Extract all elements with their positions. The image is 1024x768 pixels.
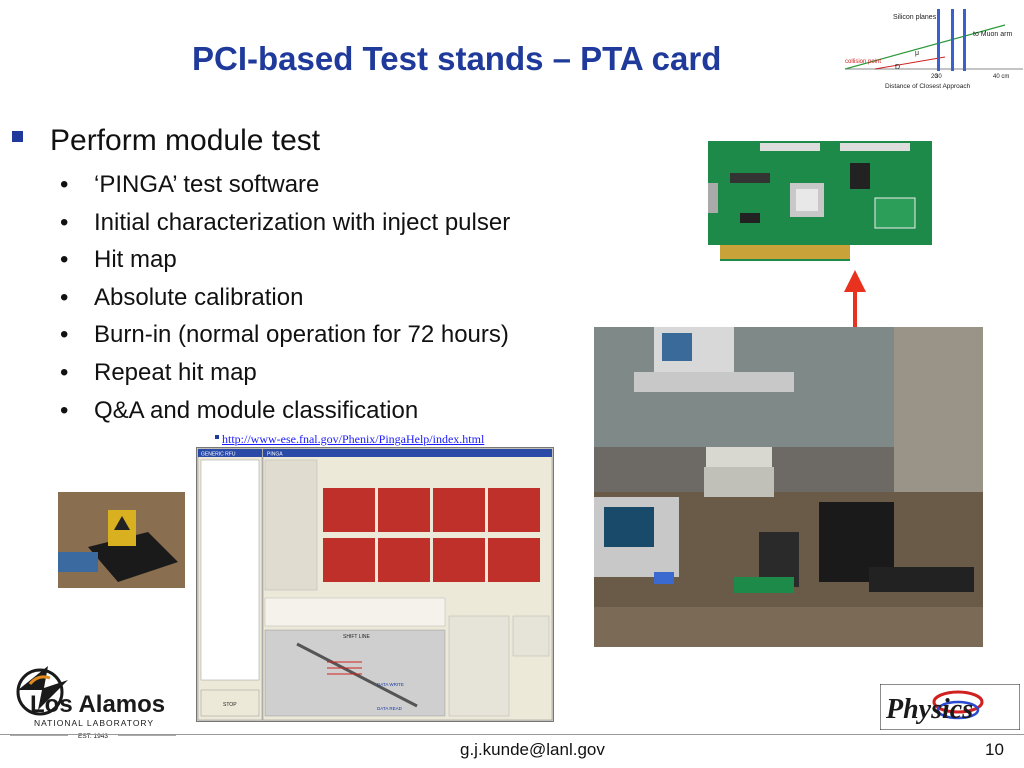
diagram-label-d: D (895, 64, 900, 71)
diagram-label-mu: μ (915, 50, 919, 57)
pinga-help-link[interactable]: http://www-ese.fnal.gov/Phenix/PingaHelp… (222, 432, 485, 446)
pta-card-photo (700, 133, 940, 270)
screenshot-main-title: PINGA (267, 452, 283, 458)
sub-bullet: •Q&A and module classification (60, 396, 419, 424)
screenshot-data-read: DATA READ (377, 706, 403, 711)
los-alamos-logo: Los Alamos NATIONAL LABORATORY EST. 1943 (10, 666, 176, 740)
diagram-tick-40: 40 cm (993, 74, 1009, 80)
slide-title: PCI-based Test stands – PTA card (192, 40, 722, 77)
screenshot-left-title: GENERIC RFU (201, 452, 236, 458)
sub-bullet-list: •‘PINGA’ test software •Initial characte… (60, 170, 510, 433)
dot-bullet-icon: • (60, 396, 69, 424)
sub-bullet: •‘PINGA’ test software (60, 171, 320, 198)
sub-bullet: •Burn-in (normal operation for 72 hours) (60, 321, 509, 349)
sub-bullet: •Initial characterization with inject pu… (60, 208, 511, 236)
svg-text:Physics: Physics (885, 694, 973, 725)
pinga-screenshot: GENERIC RFU STOP PINGA SHIFT LINE (196, 447, 554, 722)
svg-text:EST. 1943: EST. 1943 (78, 733, 108, 740)
screenshot-shift-line: SHIFT LINE (343, 634, 371, 640)
muon-diagram: Silicon planes to Muon arm collision poi… (845, 9, 1023, 90)
footer-email: g.j.kunde@lanl.gov (460, 740, 605, 759)
diagram-label-collision: collision point (845, 59, 881, 65)
svg-text:NATIONAL LABORATORY: NATIONAL LABORATORY (34, 718, 154, 728)
dot-bullet-icon: • (60, 208, 69, 236)
footer-divider (0, 734, 1024, 735)
dot-bullet-icon: • (60, 321, 69, 349)
diagram-tick-30: 30 (935, 74, 942, 80)
square-bullet-icon (12, 131, 23, 142)
diagram-tick-20: 20 (931, 74, 938, 80)
diagram-label-silicon: Silicon planes (893, 14, 937, 21)
dot-bullet-icon: • (60, 358, 69, 386)
screenshot-data-write: DATA WRITE (377, 682, 404, 687)
svg-text:Los Alamos: Los Alamos (30, 691, 165, 718)
module-photo (58, 492, 185, 588)
sub-bullet: •Repeat hit map (60, 358, 257, 386)
dot-bullet-icon: • (60, 171, 69, 198)
diagram-label-muon: to Muon arm (973, 31, 1012, 38)
lab-test-stand-photo (594, 327, 983, 647)
main-bullet: Perform module test (50, 124, 321, 157)
screenshot-stop-label: STOP (223, 702, 237, 708)
diagram-label-dca: Distance of Closest Approach (885, 83, 971, 90)
dot-bullet-icon: • (60, 283, 69, 311)
page-number: 10 (985, 740, 1004, 759)
physics-logo: Physics (880, 684, 1020, 730)
sub-bullet: •Absolute calibration (60, 283, 304, 311)
sub-bullet: •Hit map (60, 246, 177, 274)
dot-bullet-icon: • (60, 246, 69, 274)
square-bullet-icon (215, 435, 219, 439)
